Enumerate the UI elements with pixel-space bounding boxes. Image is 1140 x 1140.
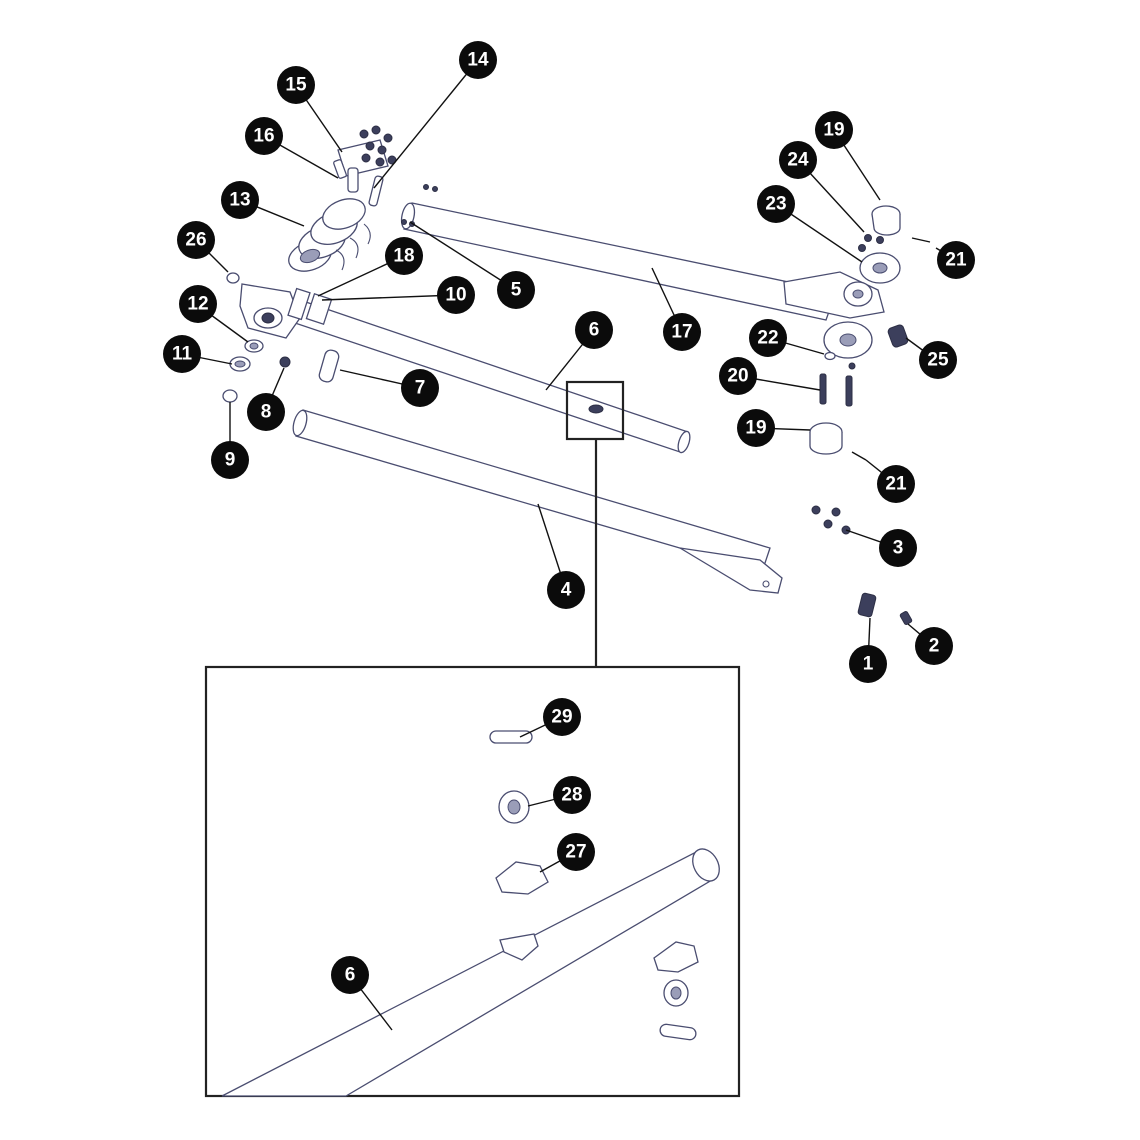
svg-text:18: 18 bbox=[393, 246, 414, 267]
svg-text:4: 4 bbox=[561, 580, 572, 601]
flange-plate-part bbox=[333, 125, 397, 193]
small-hardware-part bbox=[811, 234, 931, 625]
callout-19-bottom: 19 bbox=[737, 409, 775, 447]
svg-text:20: 20 bbox=[727, 366, 748, 387]
callout-13: 13 bbox=[221, 181, 259, 219]
short-rod-part bbox=[318, 349, 340, 383]
callout-23: 23 bbox=[757, 185, 795, 223]
svg-text:29: 29 bbox=[551, 707, 572, 728]
svg-text:12: 12 bbox=[187, 294, 208, 315]
callout-19-top: 19 bbox=[815, 111, 853, 149]
callout-8: 8 bbox=[247, 393, 285, 431]
right-bracket-part bbox=[783, 252, 901, 359]
callout-15: 15 bbox=[277, 66, 315, 104]
detail-view-inset bbox=[204, 380, 741, 1098]
svg-text:24: 24 bbox=[787, 150, 809, 171]
callout-21-bottom: 21 bbox=[877, 465, 915, 503]
callout-17: 17 bbox=[663, 313, 701, 351]
callout-20: 20 bbox=[719, 357, 757, 395]
callout-27: 27 bbox=[557, 833, 595, 871]
callout-9: 9 bbox=[211, 441, 249, 479]
callout-24: 24 bbox=[779, 141, 817, 179]
svg-text:6: 6 bbox=[345, 965, 356, 986]
pin-part bbox=[368, 175, 384, 207]
svg-text:22: 22 bbox=[757, 328, 778, 349]
svg-text:28: 28 bbox=[561, 785, 582, 806]
svg-text:17: 17 bbox=[671, 322, 692, 343]
callout-21-top: 21 bbox=[937, 241, 975, 279]
svg-text:6: 6 bbox=[589, 320, 600, 341]
callout-22: 22 bbox=[749, 319, 787, 357]
callout-4: 4 bbox=[547, 571, 585, 609]
callout-6-detail: 6 bbox=[331, 956, 369, 994]
svg-text:3: 3 bbox=[893, 538, 904, 559]
svg-text:21: 21 bbox=[885, 474, 907, 495]
svg-text:10: 10 bbox=[445, 285, 466, 306]
svg-text:15: 15 bbox=[285, 75, 307, 96]
leader-lines bbox=[181, 59, 957, 1031]
collar-part bbox=[239, 283, 333, 339]
callout-3: 3 bbox=[879, 529, 917, 567]
callout-26: 26 bbox=[177, 221, 215, 259]
svg-text:2: 2 bbox=[929, 636, 940, 657]
callout-5: 5 bbox=[497, 271, 535, 309]
svg-text:25: 25 bbox=[927, 350, 949, 371]
svg-text:21: 21 bbox=[945, 250, 967, 271]
svg-text:7: 7 bbox=[415, 378, 426, 399]
svg-text:11: 11 bbox=[172, 344, 193, 365]
callout-12: 12 bbox=[179, 285, 217, 323]
spring-assembly-part bbox=[288, 198, 371, 272]
callout-10: 10 bbox=[437, 276, 475, 314]
callout-6: 6 bbox=[575, 311, 613, 349]
svg-text:16: 16 bbox=[253, 126, 274, 147]
svg-text:23: 23 bbox=[765, 194, 786, 215]
callout-29: 29 bbox=[543, 698, 581, 736]
callout-2: 2 bbox=[915, 627, 953, 665]
callout-18: 18 bbox=[385, 237, 423, 275]
callout-16: 16 bbox=[245, 117, 283, 155]
callout-14: 14 bbox=[459, 41, 497, 79]
callout-11: 11 bbox=[163, 335, 201, 373]
callout-28: 28 bbox=[553, 776, 591, 814]
bushings-part bbox=[809, 205, 901, 455]
svg-text:9: 9 bbox=[225, 450, 236, 471]
callout-7: 7 bbox=[401, 369, 439, 407]
lower-tube-part bbox=[292, 409, 783, 594]
svg-text:8: 8 bbox=[261, 402, 272, 423]
callout-25: 25 bbox=[919, 341, 957, 379]
callout-1: 1 bbox=[849, 645, 887, 683]
svg-text:26: 26 bbox=[185, 230, 206, 251]
svg-text:19: 19 bbox=[823, 120, 844, 141]
svg-text:5: 5 bbox=[511, 280, 522, 301]
svg-text:13: 13 bbox=[229, 190, 250, 211]
svg-text:14: 14 bbox=[467, 50, 489, 71]
svg-text:27: 27 bbox=[565, 842, 586, 863]
svg-text:19: 19 bbox=[745, 418, 766, 439]
svg-text:1: 1 bbox=[863, 654, 874, 675]
